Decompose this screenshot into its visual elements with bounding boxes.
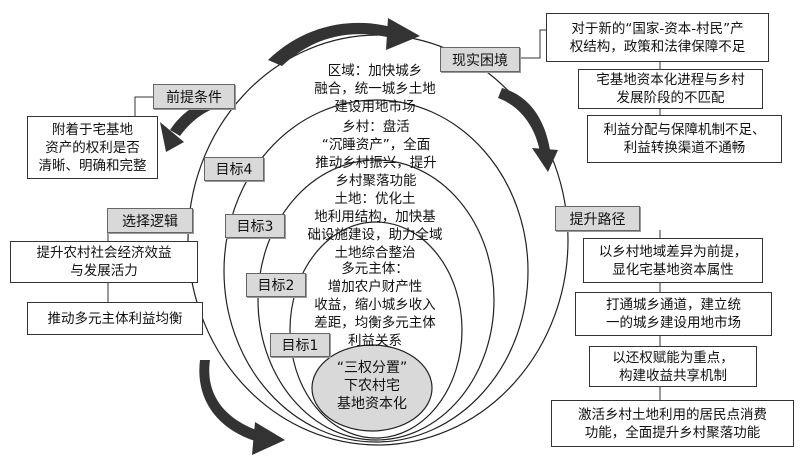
connector-premise (90, 96, 155, 119)
logic-box-1: 提升农村社会经济效益 与发展活力 (10, 241, 198, 283)
path-tag: 提升路径 (555, 206, 640, 231)
reality-box-2: 宅基地资本化进程与乡村 发展阶段的不匹配 (578, 69, 763, 109)
flow-arrow-top (268, 22, 395, 66)
ring-text-actors: 多元主体： 增加农户财产性 收益，缩小城乡收入 差距，均衡多元主体 利益关系 (314, 261, 436, 349)
ring-text-village: 乡村：盘活 “沉睡资产”，全面 推动乡村振兴，提升 乡村聚落功能 (315, 119, 437, 189)
flow-arrow-left-head (160, 122, 184, 152)
path-box-3: 以还权赋能为重点， 构建收益共享机制 (589, 346, 757, 387)
flow-arrow-top-head (386, 18, 420, 50)
target-3-tag: 目标3 (225, 214, 285, 238)
premise-box: 附着于宅基地 资产的权利是否 清晰、明确和完整 (27, 116, 158, 179)
center-ellipse (311, 344, 433, 432)
flow-arrow-right (498, 88, 550, 152)
path-box-2: 打通城乡通道，建立统 一的城乡建设用地市场 (575, 292, 772, 336)
target-1-tag: 目标1 (270, 333, 330, 357)
path-box-1: 以乡村地域差异为前提， 显化宅基地资本属性 (583, 238, 763, 283)
target-4-tag: 目标4 (204, 157, 264, 181)
ring-text-land: 土地：优化土 地利用结构，加快基 础设施建设，助力全域 土地综合整治 (307, 191, 443, 261)
logic-tag: 选择逻辑 (107, 208, 193, 233)
logic-box-2: 推动多元主体利益均衡 (27, 302, 203, 335)
flow-arrow-right-head (532, 148, 558, 172)
ring-text-region: 区域：加快城乡 融合，统一城乡土地 建设用地市场 (314, 63, 436, 115)
center-text: “三权分置” 下农村宅 基地资本化 (336, 360, 408, 412)
connector-reality (520, 29, 548, 59)
reality-tag: 现实困境 (440, 47, 520, 72)
path-box-4: 激活乡村土地利用的居民点消费 功能，全面提升乡村聚落功能 (551, 400, 794, 447)
reality-box-1: 对于新的“国家-资本-村民”产 权结构，政策和法律保障不足 (546, 13, 769, 62)
target-2-tag: 目标2 (246, 273, 306, 297)
premise-tag: 前提条件 (153, 84, 235, 109)
reality-box-3: 利益分配与保障机制不足、 利益转换渠道不通畅 (587, 115, 782, 163)
flow-arrow-bottom-head (252, 422, 285, 455)
